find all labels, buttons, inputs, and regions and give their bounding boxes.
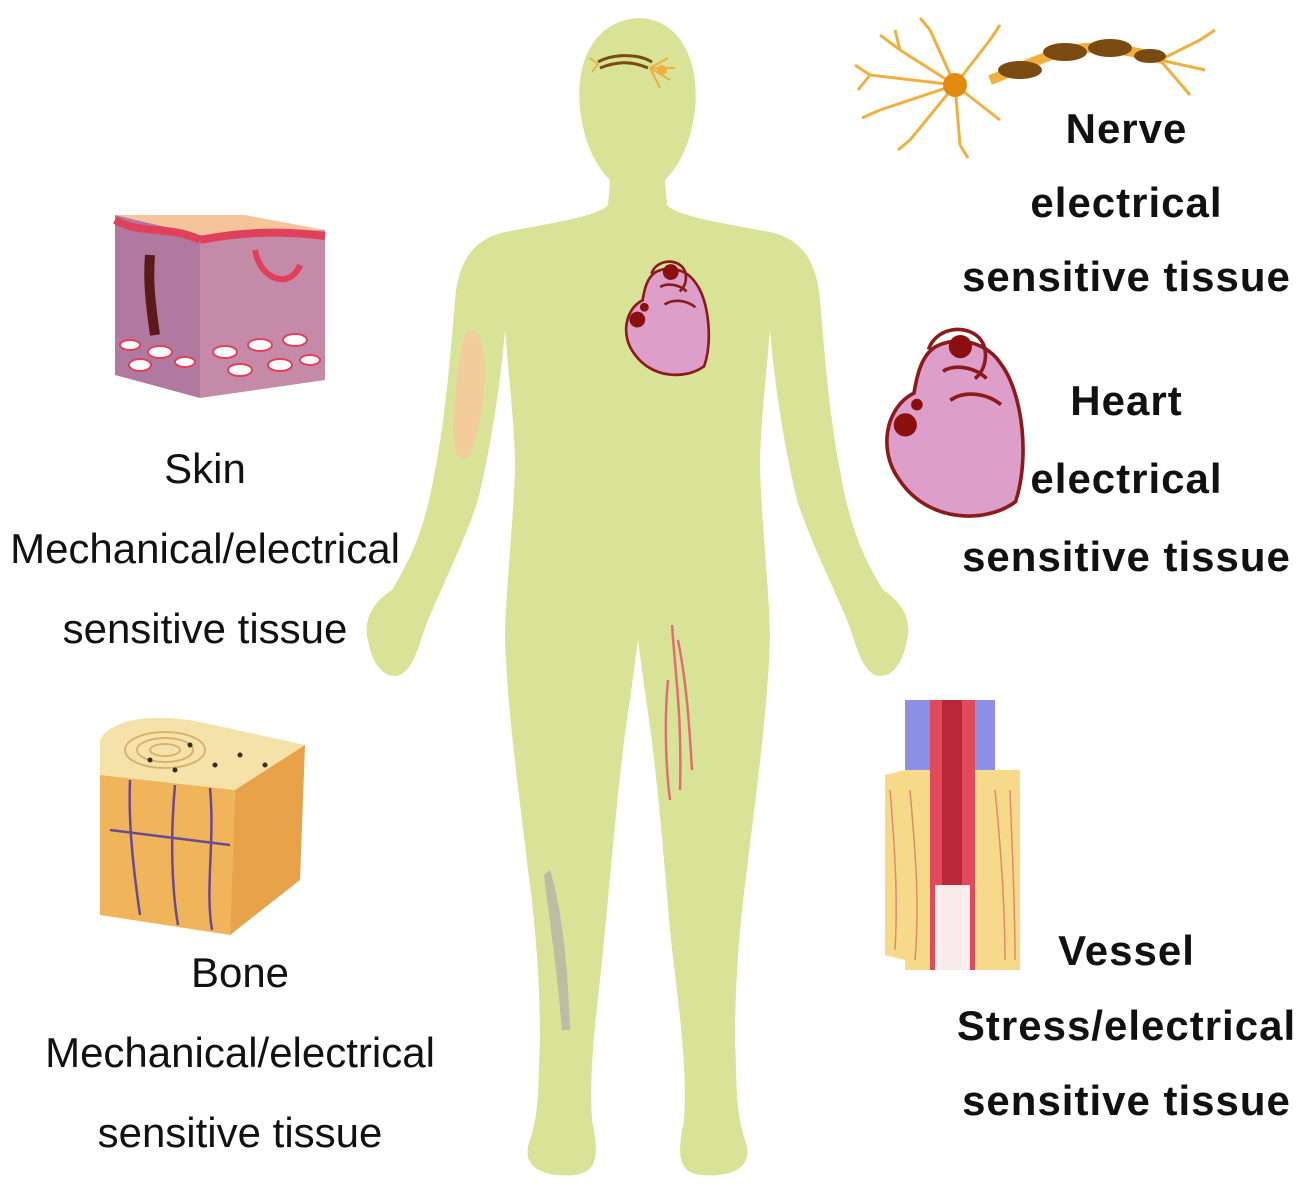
nerve-label-tissue: sensitive tissue	[940, 256, 1313, 298]
vessel-label-tissue: sensitive tissue	[940, 1080, 1313, 1122]
heart-label-type: electrical	[940, 458, 1313, 500]
nerve-label-name: Nerve	[940, 108, 1313, 150]
nerve-label-type: electrical	[940, 182, 1313, 224]
heart-label-name: Heart	[940, 380, 1313, 422]
bone-label-tissue: sensitive tissue	[30, 1112, 450, 1154]
vessel-label: Vessel Stress/electrical sensitive tissu…	[940, 930, 1313, 1155]
skin-label-tissue: sensitive tissue	[0, 608, 410, 650]
vessel-label-name: Vessel	[940, 930, 1313, 972]
vessel-label-type: Stress/electrical	[940, 1005, 1313, 1047]
nerve-label: Nerve electrical sensitive tissue	[940, 108, 1313, 330]
skin-label-type: Mechanical/electrical	[0, 528, 410, 570]
skin-tissue-icon	[115, 215, 325, 398]
bone-label: Bone Mechanical/electrical sensitive tis…	[30, 952, 450, 1192]
bone-tissue-icon	[100, 718, 305, 935]
heart-label: Heart electrical sensitive tissue	[940, 380, 1313, 614]
skin-label: Skin Mechanical/electrical sensitive tis…	[0, 448, 410, 688]
skin-label-name: Skin	[0, 448, 410, 490]
bone-label-type: Mechanical/electrical	[30, 1032, 450, 1074]
bone-label-name: Bone	[30, 952, 450, 994]
heart-label-tissue: sensitive tissue	[940, 536, 1313, 578]
